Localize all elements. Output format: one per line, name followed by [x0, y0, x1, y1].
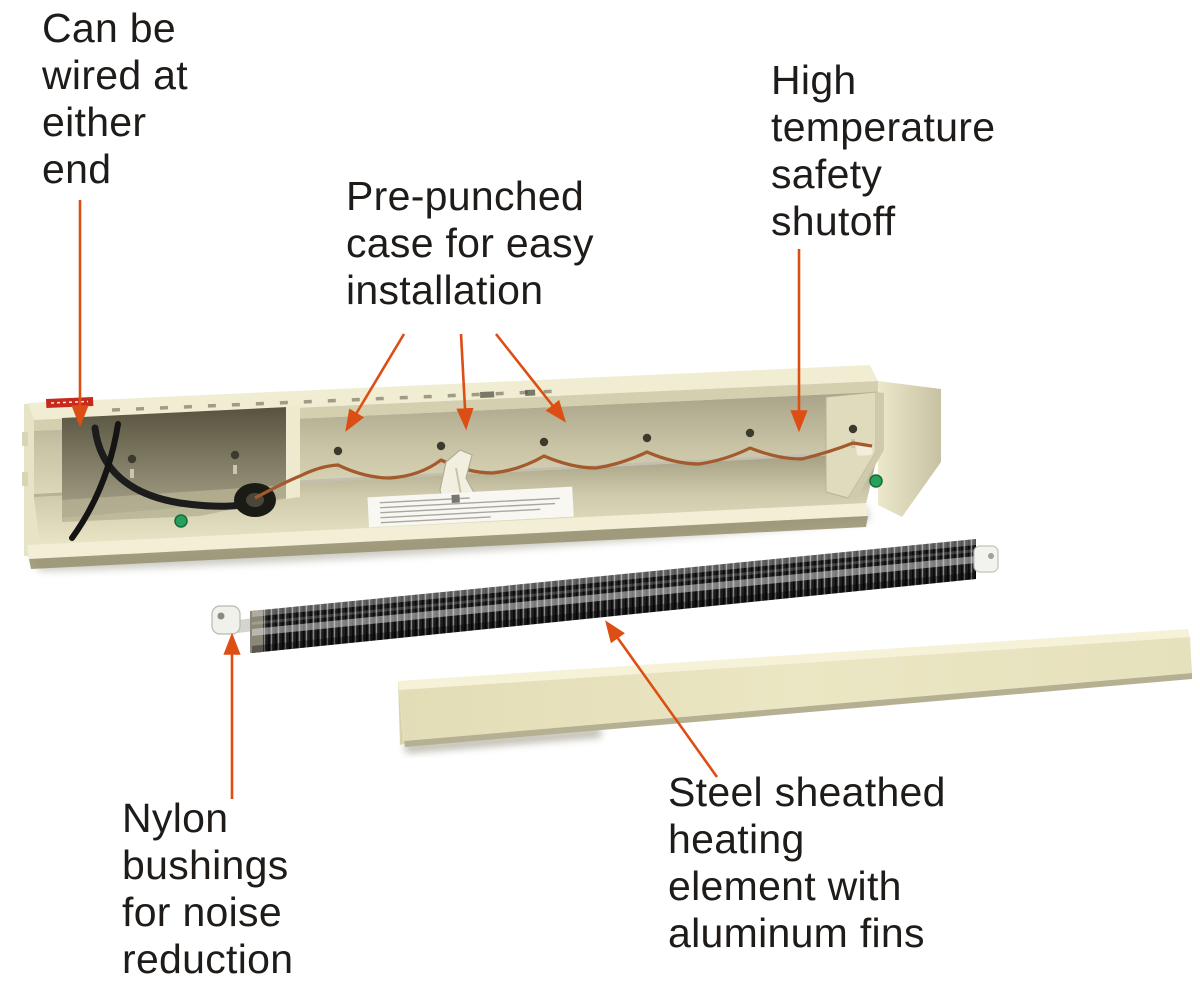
ground-screw-left: [174, 514, 188, 528]
arrow-prepunch-2: [456, 333, 474, 431]
arrow-prepunch-3: [494, 333, 567, 423]
ground-screw-right: [869, 474, 883, 488]
annotation-arrows: [71, 200, 808, 799]
label-pre-punched: Pre-punched case for easy installation: [346, 173, 594, 313]
nylon-bushing-left: [211, 605, 254, 635]
label-high-temp: High temperature safety shutoff: [771, 57, 996, 244]
label-nylon-bushings: Nylon bushings for noise reduction: [122, 795, 294, 982]
heating-element: [211, 539, 999, 653]
steel-sheath-highlight: [252, 556, 976, 636]
spec-label: [367, 486, 574, 528]
nylon-bushing-right: [973, 545, 999, 573]
label-steel-element: Steel sheathed heating element with alum…: [668, 769, 946, 956]
arrow-prepunch-1: [345, 333, 406, 432]
arrow-heating-element: [605, 620, 719, 778]
power-cable: [91, 424, 256, 510]
front-panel: [398, 629, 1192, 753]
wiring-compartment: [62, 405, 300, 541]
capillary-wire: [254, 441, 873, 500]
punched-holes: [127, 424, 858, 464]
heater-case: [22, 365, 941, 571]
label-can-be-wired: Can be wired at either end: [42, 5, 188, 192]
top-rail-printing: [111, 389, 561, 412]
